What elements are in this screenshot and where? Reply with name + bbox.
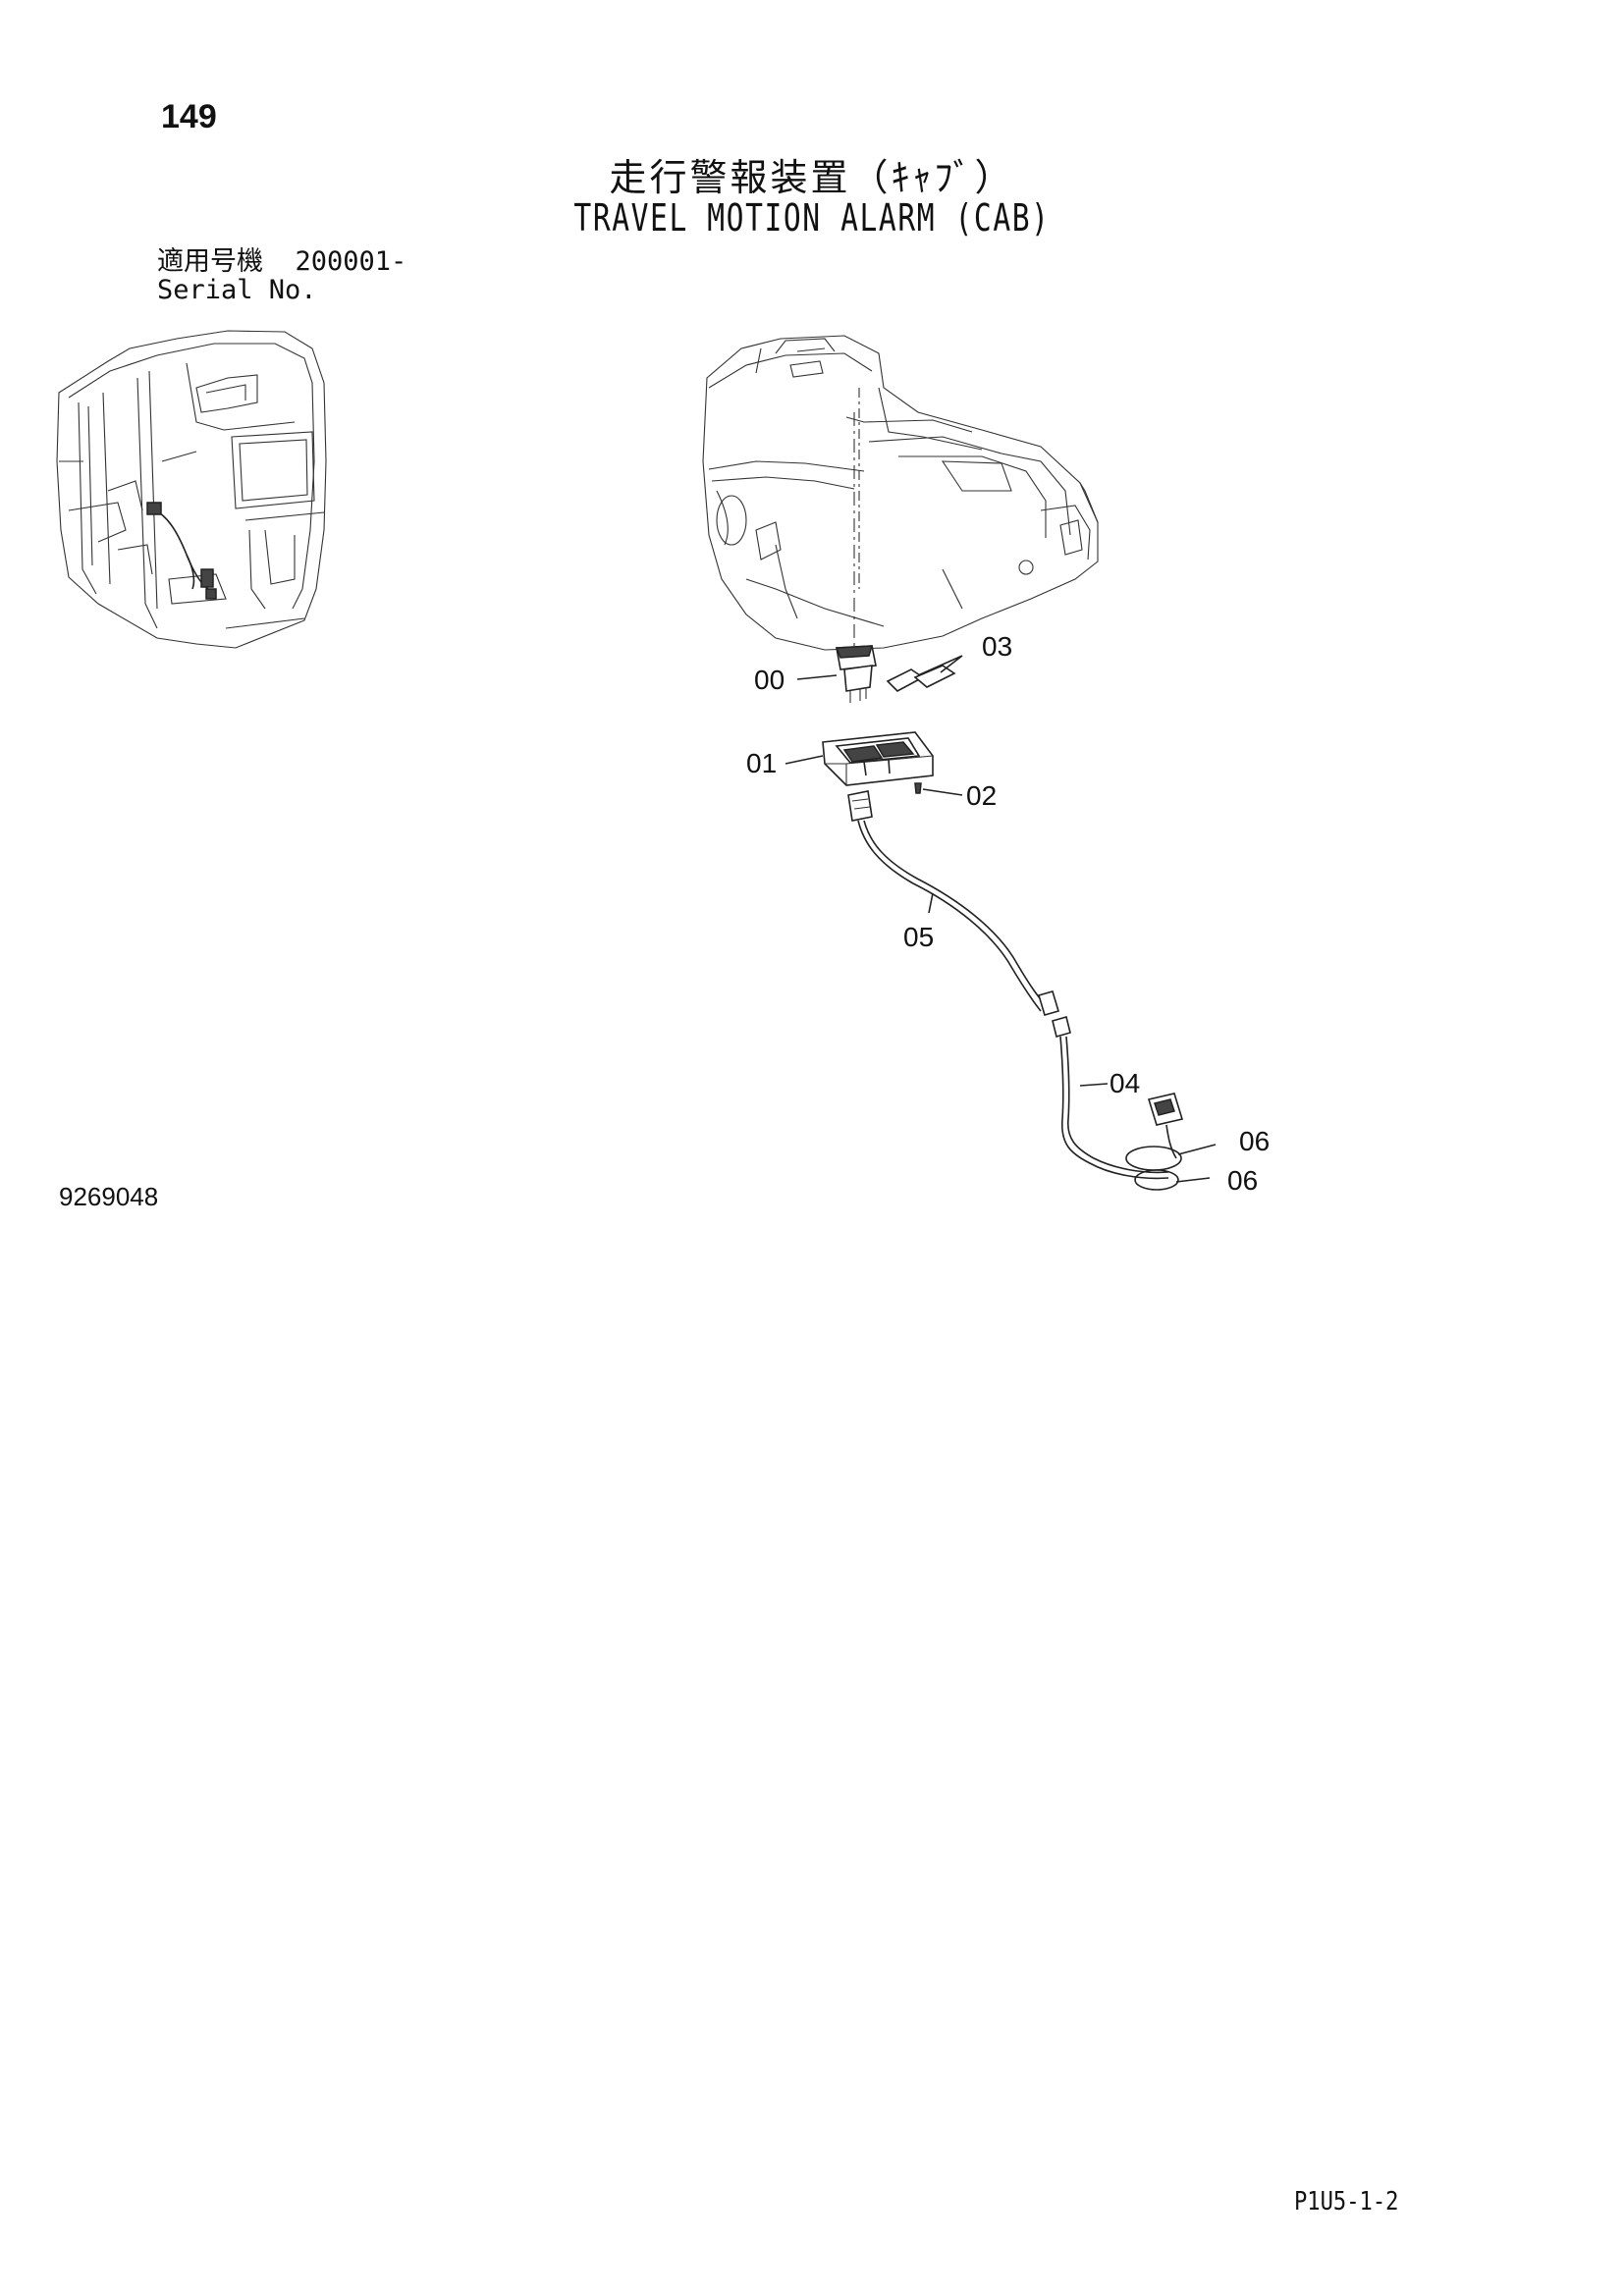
part-04-harness	[1052, 1016, 1217, 1191]
console-housing	[702, 335, 1099, 651]
callout-06-lower: 06	[1227, 1165, 1258, 1196]
part-01-panel	[785, 731, 934, 786]
part-02-screw	[914, 782, 963, 796]
serial-label-ja: 適用号機	[157, 246, 263, 277]
serial-value: 200001-	[295, 246, 407, 277]
title-english: TRAVEL MOTION ALARM (CAB)	[573, 196, 1051, 240]
part-05-harness	[847, 790, 1059, 1016]
callout-00: 00	[754, 665, 785, 695]
title-japanese: 走行警報装置（ｷｬﾌﾞ）	[609, 156, 1015, 199]
part-03-caps	[886, 655, 963, 692]
drawing-number: 9269048	[59, 1182, 159, 1211]
page-number: 149	[161, 98, 217, 135]
part-00-switch	[796, 645, 877, 703]
page-code: P1U5-1-2	[1294, 2187, 1399, 2216]
serial-number-block: 適用号機 200001- Serial No.	[157, 247, 406, 304]
callout-04: 04	[1110, 1068, 1140, 1098]
callout-01: 01	[746, 748, 777, 778]
callout-06-upper: 06	[1239, 1126, 1270, 1156]
callout-03: 03	[982, 631, 1012, 662]
serial-label-en: Serial No.	[157, 275, 317, 305]
serial-row-ja: 適用号機 200001-	[157, 247, 406, 276]
callout-05: 05	[903, 922, 934, 952]
cab-outline	[56, 330, 327, 649]
callout-02: 02	[966, 780, 997, 811]
